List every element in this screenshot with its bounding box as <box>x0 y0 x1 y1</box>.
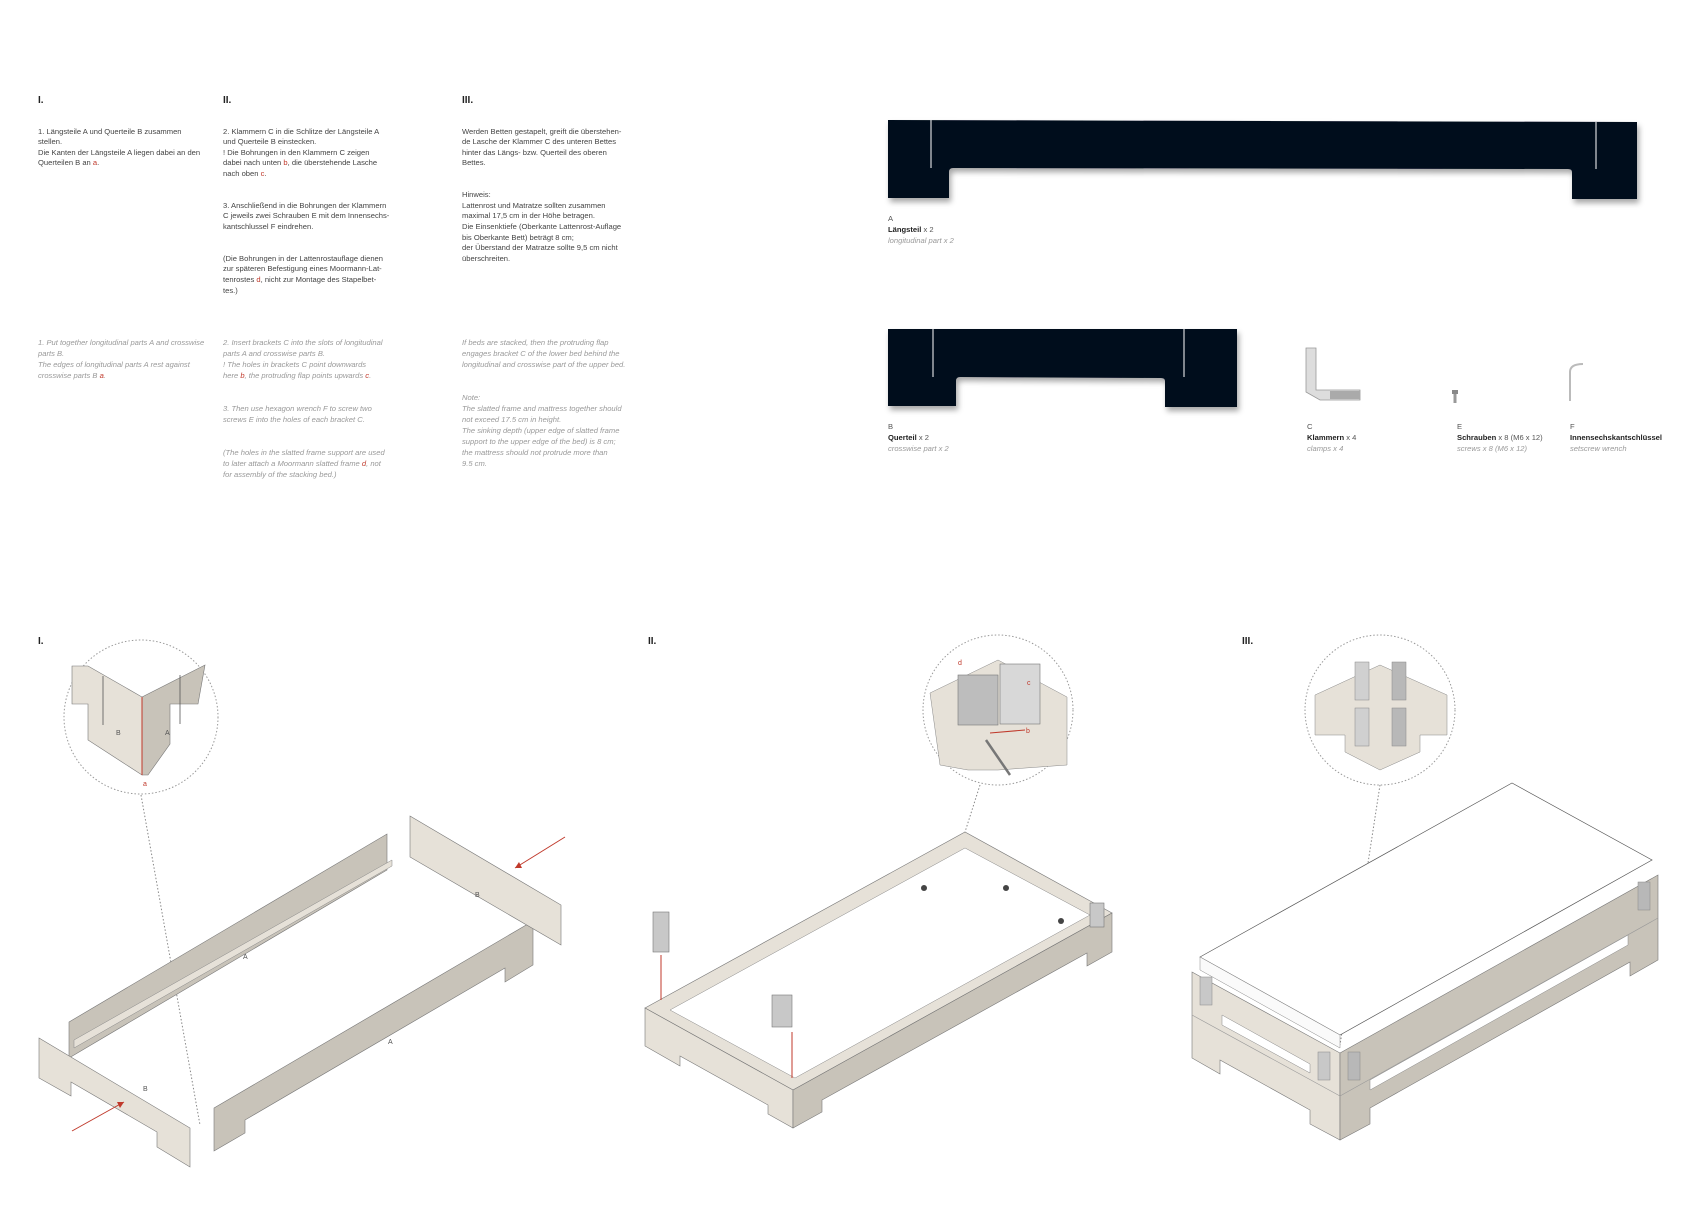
step3-heading: III. <box>462 95 474 106</box>
step3-illustration <box>1191 634 1659 1141</box>
illustration-step1-heading: I. <box>38 636 44 647</box>
part-f-label: F Innensechskantschlüssel setscrew wrenc… <box>1570 422 1663 453</box>
label-a: A <box>165 730 170 737</box>
clamp-c <box>1347 1051 1361 1081</box>
clamp-c <box>1199 976 1213 1006</box>
step2-heading: II. <box>223 95 232 106</box>
clamp-c <box>771 994 793 1028</box>
label-a-edge: a <box>143 781 147 788</box>
label-a: A <box>388 1039 393 1046</box>
part-e-label: E Schrauben x 8 (M6 x 12) screws x 8 (M6… <box>1457 422 1543 453</box>
label-b: B <box>116 730 121 737</box>
detail-circle <box>1304 634 1456 786</box>
clamp-c-image <box>1305 347 1361 401</box>
detail-circle <box>63 639 219 795</box>
label-c: c <box>1027 680 1031 687</box>
back-longitudinal-part-a <box>68 833 388 1059</box>
step2-german-text: 2. Klammern C in die Schlitze der Längst… <box>223 126 390 295</box>
illustration-step3-heading: III. <box>1242 636 1254 647</box>
part-b-crosswise-silhouette <box>888 329 1237 407</box>
clamp-c <box>1637 881 1651 911</box>
step2-english-text: 2. Insert brackets C into the slots of l… <box>223 338 385 479</box>
screw-e <box>1003 885 1009 891</box>
front-longitudinal-part <box>792 912 1113 1129</box>
label-d: d <box>958 660 962 667</box>
step3-english-text: If beds are stacked, then the protruding… <box>462 338 626 468</box>
clamp-c <box>1317 1051 1331 1081</box>
illustration-step2-heading: II. <box>648 636 657 647</box>
part-b-label: B Querteil x 2 crosswise part x 2 <box>888 422 949 453</box>
label-b: B <box>475 892 480 899</box>
back-crosswise-part-b <box>409 815 562 946</box>
label-b: B <box>143 1086 148 1093</box>
screw-e-image <box>1452 390 1458 403</box>
clamp-c <box>652 911 670 953</box>
step1-german-text: 1. Längsteile A und Querteile B zusammen… <box>38 126 201 168</box>
label-a: A <box>243 954 248 961</box>
wrench-f-image <box>1569 363 1584 401</box>
step3-german-text: Werden Betten gestapelt, greift die über… <box>462 126 622 263</box>
part-c-label: C Klammern x 4 clamps x 4 <box>1307 422 1357 453</box>
step1-heading: I. <box>38 95 44 106</box>
label-b: b <box>1026 728 1030 735</box>
red-arrow <box>71 1101 125 1132</box>
step2-illustration: d c b <box>644 634 1113 1129</box>
red-arrow <box>514 836 566 869</box>
clamp-c <box>1089 902 1105 928</box>
part-a-label: A Längsteil x 2 longitudinal part x 2 <box>888 214 954 245</box>
front-longitudinal-part-a <box>213 920 534 1152</box>
part-a-longitudinal-silhouette <box>888 120 1637 199</box>
front-crosswise-part-b <box>38 1037 191 1168</box>
detail-part-b <box>71 665 143 776</box>
detail-part-a <box>141 664 206 776</box>
screw-e <box>1058 918 1064 924</box>
wrench-in-detail <box>984 739 1012 776</box>
step1-english-text: 1. Put together longitudinal parts A and… <box>38 338 205 380</box>
step1-illustration: B A a A A B B <box>38 639 566 1168</box>
screw-e <box>921 885 927 891</box>
